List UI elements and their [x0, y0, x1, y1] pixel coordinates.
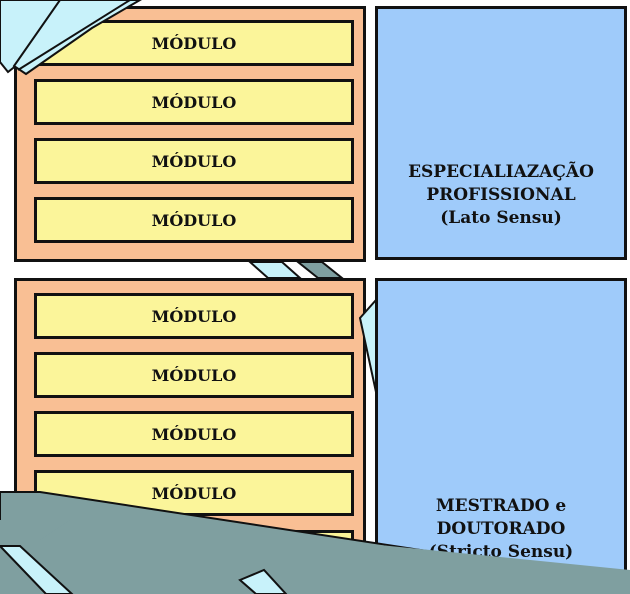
gap-stripe-light: [247, 261, 303, 279]
module-box: MÓDULO: [34, 293, 354, 339]
arrow-shape-top-left-b: [12, 0, 142, 76]
module-box: MÓDULO: [34, 79, 354, 125]
side-wedge: [358, 297, 377, 393]
master-line-2: DOUTORADO: [436, 518, 566, 539]
module-label: MÓDULO: [151, 151, 237, 171]
module-label: MÓDULO: [151, 306, 237, 326]
module-label: MÓDULO: [151, 92, 237, 112]
specialization-line-2: PROFISSIONAL: [426, 184, 576, 205]
module-label: MÓDULO: [151, 483, 237, 503]
specialization-level-box: ESPECIALIAZAÇÃO PROFISSIONAL (Lato Sensu…: [375, 6, 627, 260]
module-label: MÓDULO: [151, 33, 237, 53]
arrow-shape-bottom-left: [0, 545, 74, 594]
module-box: MÓDULO: [34, 197, 354, 243]
master-doctorate-level-box: MESTRADO e DOUTORADO (Stricto Sensu): [375, 278, 627, 594]
specialization-line-3: (Lato Sensu): [440, 207, 562, 228]
module-label: MÓDULO: [151, 424, 237, 444]
specialization-line-1: ESPECIALIAZAÇÃO: [408, 162, 594, 182]
module-box: MÓDULO: [34, 411, 354, 457]
module-label: MÓDULO: [151, 210, 237, 230]
gap-stripe-dark: [295, 261, 345, 279]
arrow-shape-bottom-mid: [238, 568, 288, 594]
module-box: MÓDULO: [34, 138, 354, 184]
arrow-edge-line: [17, 0, 131, 71]
master-line-1: MESTRADO e: [435, 496, 567, 516]
grey-band-bottom-b: [0, 520, 630, 594]
module-label: MÓDULO: [151, 365, 237, 385]
module-box: MÓDULO: [34, 352, 354, 398]
